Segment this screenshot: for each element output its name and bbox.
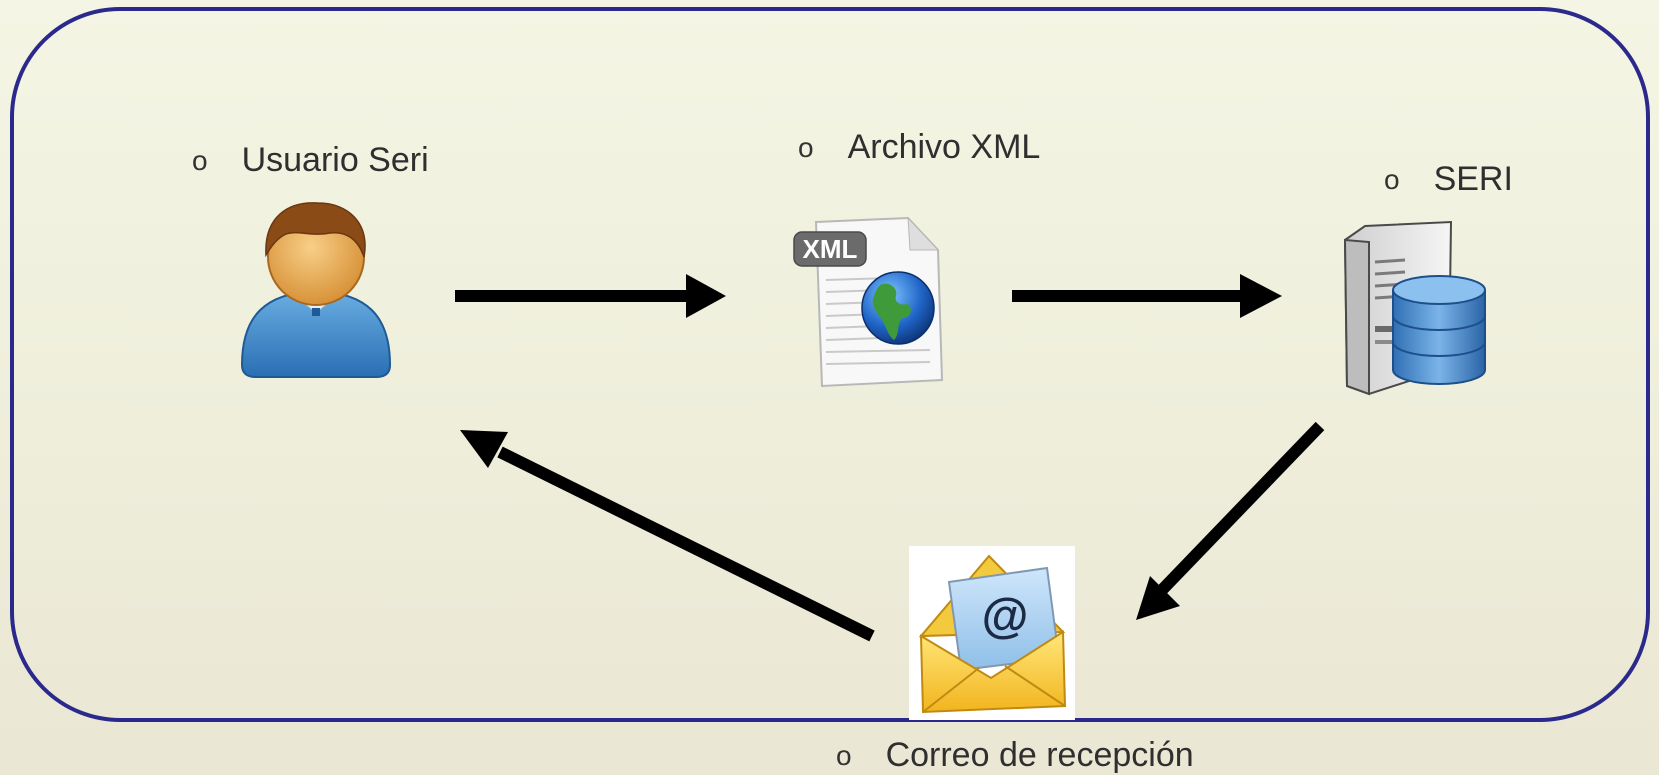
bullet-marker: o: [836, 739, 852, 771]
user-icon: [240, 202, 392, 378]
label-mail: o Correo de recepción: [836, 736, 1194, 775]
at-symbol: @: [982, 590, 1029, 643]
xml-badge-text: XML: [803, 234, 858, 264]
arrow-user-to-xml: [455, 274, 726, 318]
arrow-seri-to-mail: [1136, 421, 1325, 620]
email-envelope-icon: @: [909, 546, 1075, 720]
seri-label: SERI: [1433, 160, 1513, 198]
label-user: o Usuario Seri: [192, 141, 429, 180]
arrow-mail-to-user: [460, 430, 875, 642]
arrow-xml-to-seri: [1012, 274, 1282, 318]
xml-label: Archivo XML: [847, 128, 1041, 166]
bullet-marker: o: [1384, 163, 1400, 195]
server-database-icon: [1343, 220, 1486, 396]
xml-file-icon: XML: [793, 216, 944, 388]
bullet-marker: o: [798, 131, 814, 163]
label-xml: o Archivo XML: [798, 128, 1040, 167]
label-seri: o SERI: [1384, 160, 1513, 199]
mail-label: Correo de recepción: [885, 736, 1194, 774]
diagram-frame: [10, 7, 1650, 722]
user-label: Usuario Seri: [241, 141, 429, 179]
bullet-marker: o: [192, 144, 208, 176]
